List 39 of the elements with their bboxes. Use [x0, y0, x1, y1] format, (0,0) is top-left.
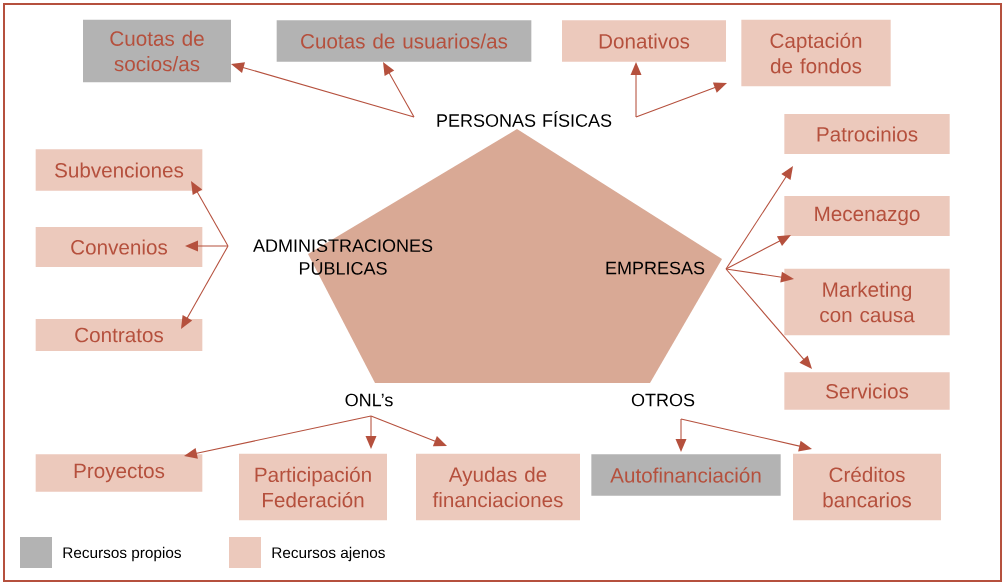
resource-box: Captación de fondos [741, 19, 891, 87]
arrow [680, 418, 812, 452]
category-label: OTROS [631, 393, 695, 407]
category-label: PERSONAS FÍSICAS [437, 111, 612, 127]
resource-box: Cuotas de usuarios/as [276, 20, 532, 62]
resource-box: Participación Federación [239, 453, 387, 521]
resource-box: Cuotas de socios/as [83, 19, 231, 83]
resource-box: Convenios [35, 227, 203, 267]
resource-box: Donativos [562, 20, 726, 62]
arrow [181, 245, 229, 329]
category-label: EMPRESAS [606, 261, 705, 275]
resource-box: Ayudas de financiaciones [416, 453, 580, 521]
arrow [383, 62, 415, 118]
arrow [725, 268, 812, 369]
arrow [725, 166, 793, 270]
resource-box: Marketing con causa [784, 268, 950, 336]
arrow [725, 268, 794, 283]
resource-box: Subvenciones [35, 149, 203, 191]
arrow [231, 62, 415, 118]
resource-box: Patrocinios [784, 114, 950, 154]
arrow [635, 82, 727, 118]
resource-box: Créditos bancarios [793, 453, 941, 521]
resource-box: Autofinanciación [591, 454, 781, 496]
arrow [365, 415, 377, 449]
arrow [184, 415, 372, 459]
arrow [191, 181, 229, 247]
resource-box: Servicios [784, 372, 950, 410]
legend-label: Recursos ajenos [272, 546, 385, 562]
resource-box: Proyectos [35, 454, 203, 492]
legend-label: Recursos propios [63, 546, 181, 562]
arrow [185, 240, 229, 252]
arrow [725, 235, 791, 270]
arrow [675, 418, 687, 452]
category-label: ONL’s [345, 393, 393, 407]
arrow [370, 415, 447, 447]
resource-box: Contratos [35, 319, 203, 351]
resource-box: Mecenazgo [784, 196, 950, 236]
arrow [630, 62, 642, 118]
category-label: ADMINISTRACIONES PÚBLICAS [253, 239, 433, 275]
